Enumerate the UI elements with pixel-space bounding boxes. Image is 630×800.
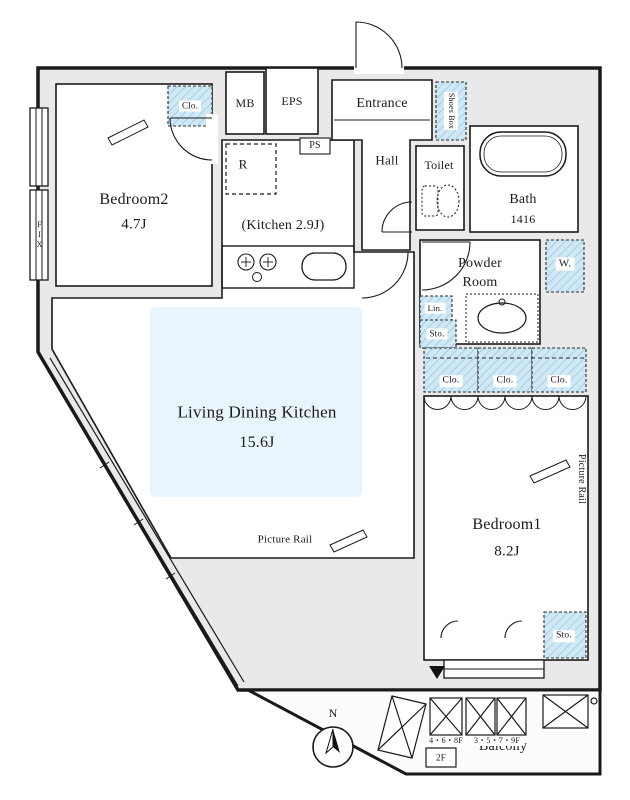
closet-label-1: Clo. xyxy=(439,375,463,387)
closet-label-2: Clo. xyxy=(493,375,517,387)
powder-door-arc xyxy=(421,241,471,291)
hall-label: Hall xyxy=(375,152,399,168)
bedroom1-label: Bedroom1 xyxy=(472,516,542,533)
bedroom2-door-arc xyxy=(169,117,213,161)
toilet-floor xyxy=(415,145,465,231)
closet-door-scallops xyxy=(423,395,587,410)
picture-rail-bar-bedroom2 xyxy=(107,119,149,146)
bedroom2-size-label: 4.7J xyxy=(121,216,147,233)
kitchen-sink-icon xyxy=(301,252,347,281)
storage-boxes xyxy=(167,81,587,659)
balcony-floor-label-1: 4・6・8F xyxy=(426,736,466,746)
bedroom1-size-label: 8.2J xyxy=(494,543,520,560)
windows xyxy=(29,107,545,687)
picture-rail-bar-ldk xyxy=(329,529,368,553)
bedroom2-window xyxy=(29,107,49,187)
closet-label-3: Clo. xyxy=(547,375,571,387)
doors xyxy=(169,21,523,639)
ldk-diagonal-window xyxy=(49,357,245,683)
toilet-label: Toilet xyxy=(424,158,454,172)
washbasin-counter-icon xyxy=(465,293,539,343)
floor-2f-chip xyxy=(425,747,457,768)
storage2-label: Sto. xyxy=(553,630,575,642)
shoes-box-label: Shoes Box xyxy=(444,91,458,131)
ldk-label: Living Dining Kitchen xyxy=(177,402,337,422)
ps-box xyxy=(299,137,331,155)
fix-window-label: FIX xyxy=(35,220,44,250)
bedroom2-label: Bedroom2 xyxy=(99,191,169,208)
hall-door-arc xyxy=(361,251,409,299)
washbasin-bowl-icon xyxy=(477,302,527,334)
toilet-door-arc xyxy=(381,201,413,233)
picture-rail-bar-bedroom1 xyxy=(529,459,571,484)
fridge-label: R xyxy=(238,156,248,172)
balcony-floor-label-2f: 2F xyxy=(436,752,446,763)
fixtures xyxy=(221,131,567,343)
stove-burner-icon xyxy=(252,272,262,282)
bedroom1-window-swing-left xyxy=(440,620,459,639)
washer-label: W. xyxy=(555,257,575,271)
mb-box xyxy=(225,71,265,135)
room-floors xyxy=(51,67,589,661)
powder-room-label-1: Powder xyxy=(458,256,502,271)
ldk-highlight xyxy=(150,307,362,497)
fix-window xyxy=(29,189,49,281)
entrance-door-arc xyxy=(355,21,403,69)
kitchen-label: (Kitchen 2.9J) xyxy=(241,218,325,233)
north-label: N xyxy=(328,706,338,720)
eps-box xyxy=(265,67,319,135)
toilet-tank-icon xyxy=(421,185,439,217)
powder-room-label-2: Room xyxy=(462,275,498,290)
picture-rail-ldk-label: Picture Rail xyxy=(257,533,313,546)
bedroom2-door-opening xyxy=(206,114,218,164)
stove-burner-icon xyxy=(259,253,277,271)
bath-size-label: 1416 xyxy=(510,212,536,226)
entrance-hall-floor xyxy=(331,79,433,251)
mb-label: MB xyxy=(235,96,255,110)
bathtub-icon xyxy=(479,131,567,177)
balcony-drain-icon xyxy=(590,697,598,705)
bedroom1-window-swing-right xyxy=(504,620,523,639)
kitchen-counter-icon xyxy=(221,245,355,289)
linen-label: Lin. xyxy=(424,302,446,314)
ps-label: PS xyxy=(309,140,321,151)
stove-burner-icon xyxy=(237,253,255,271)
eps-label: EPS xyxy=(281,94,303,108)
entrance-door-opening xyxy=(354,62,404,74)
bedroom2-closet-label: Clo. xyxy=(178,100,202,112)
balcony-floor-label-2: 3・5・7・9F xyxy=(470,736,524,746)
storage1-label: Sto. xyxy=(426,328,448,340)
picture-rail-bedroom1-label: Picture Rail xyxy=(576,454,587,504)
entry-marker-triangle xyxy=(429,666,445,679)
balcony-features xyxy=(377,694,598,768)
bath-label: Bath xyxy=(509,192,537,207)
toilet-bowl-icon xyxy=(436,184,460,218)
entrance-label: Entrance xyxy=(356,96,408,111)
ldk-size-label: 15.6J xyxy=(239,434,275,451)
picture-rail-bars xyxy=(107,119,571,553)
compass-icon xyxy=(312,726,354,768)
fridge-space-icon xyxy=(225,143,277,195)
